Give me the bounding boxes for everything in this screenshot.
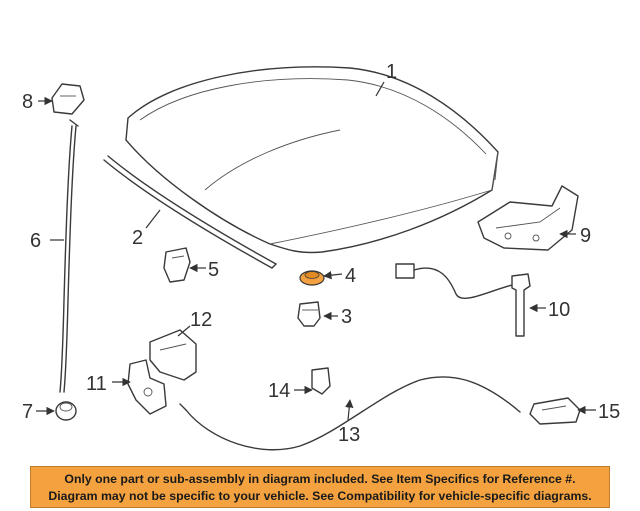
- hood-seal-strip: [103, 155, 277, 269]
- callout-14: 14: [268, 380, 290, 402]
- hood-hinge: [477, 185, 579, 251]
- callout-12: 12: [190, 309, 212, 331]
- hood-panel: [125, 66, 499, 254]
- hood-release-cable: [179, 376, 521, 451]
- hood-bumper-highlighted: [299, 270, 325, 286]
- callout-10: 10: [548, 299, 570, 321]
- callout-7: 7: [22, 401, 33, 423]
- callout-11: 11: [86, 373, 107, 395]
- callout-9: 9: [580, 225, 591, 247]
- callout-3: 3: [341, 306, 352, 328]
- leader-lines: [36, 81, 596, 421]
- hood-prop-rod: [59, 119, 79, 393]
- prop-rod-holder: [51, 83, 85, 115]
- callout-4: 4: [345, 265, 356, 287]
- latch-bracket: [149, 329, 197, 381]
- callout-15: 15: [598, 401, 620, 423]
- callout-1: 1: [386, 61, 397, 83]
- hood-release-handle: [529, 397, 581, 425]
- callout-13: 13: [338, 424, 360, 446]
- disclaimer-line-1: Only one part or sub-assembly in diagram…: [64, 472, 576, 486]
- hood-clip: [297, 301, 321, 327]
- disclaimer-banner: Only one part or sub-assembly in diagram…: [30, 466, 610, 508]
- callout-6: 6: [30, 230, 41, 252]
- hood-sensor-with-harness: [395, 263, 531, 337]
- hood-bracket: [163, 247, 191, 283]
- hood-latch: [127, 359, 167, 415]
- callout-8: 8: [22, 91, 33, 113]
- disclaimer-line-2: Diagram may not be specific to your vehi…: [48, 489, 592, 503]
- callout-2: 2: [132, 227, 143, 249]
- prop-rod-grommet: [55, 401, 77, 421]
- callout-5: 5: [208, 259, 219, 281]
- cable-clip: [311, 367, 331, 395]
